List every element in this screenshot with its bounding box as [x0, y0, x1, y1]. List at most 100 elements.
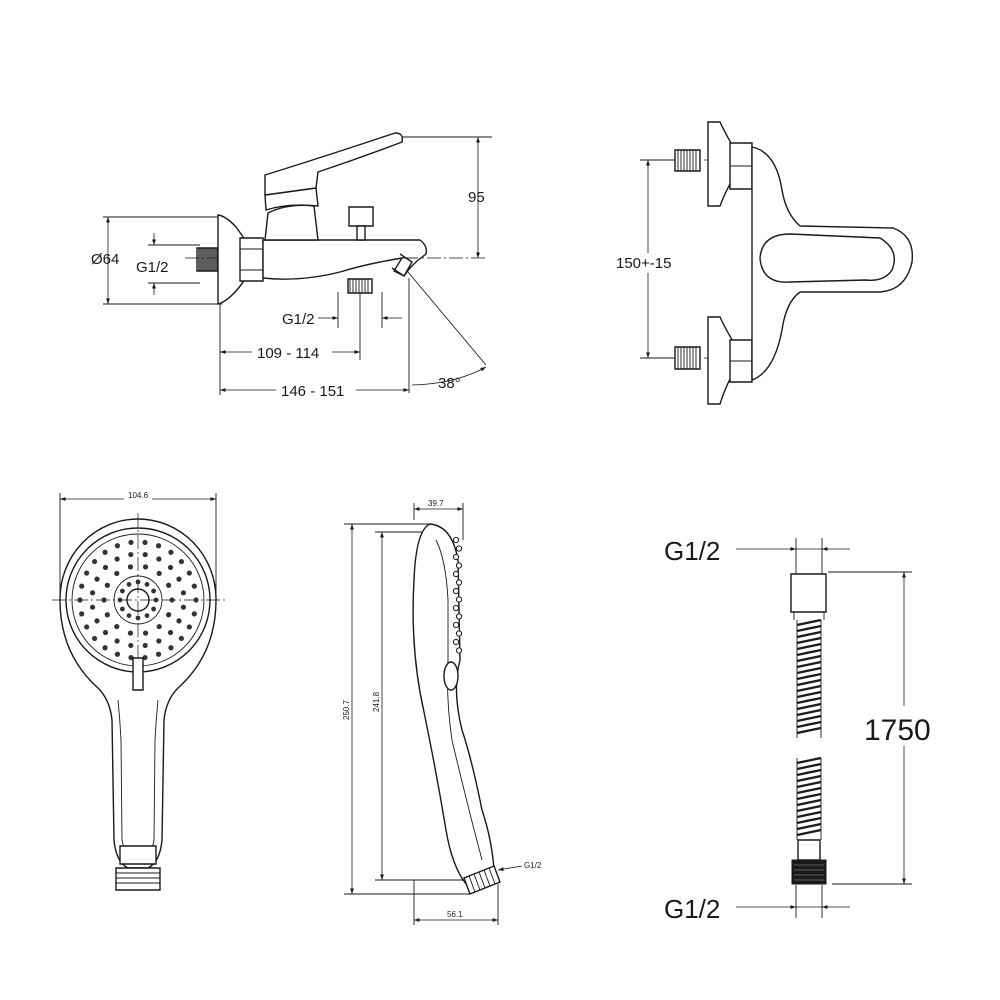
hose-bottom-nut: [791, 859, 827, 885]
nozzle: [101, 597, 107, 603]
nozzle: [180, 590, 187, 596]
spray-selector: [132, 657, 144, 691]
nozzle: [89, 590, 96, 596]
hose-coil: [796, 810, 822, 819]
side-nozzle: [455, 613, 463, 620]
nozzle: [155, 543, 162, 549]
hose-coil: [796, 630, 822, 639]
nozzle: [191, 611, 197, 617]
nozzle: [126, 582, 132, 587]
hose-coil: [796, 642, 822, 651]
hose-coil: [796, 774, 822, 783]
total-length-label: 250.7: [342, 699, 351, 720]
hose-coil: [796, 654, 822, 663]
outlet-thread-label: G1/2: [282, 311, 315, 328]
nozzle: [191, 583, 197, 589]
nozzle: [79, 583, 85, 589]
hose-bottom-fitting: [797, 839, 821, 861]
nozzle: [178, 635, 185, 642]
hose-coil: [796, 768, 822, 777]
nozzle: [94, 618, 100, 624]
hose-coil: [796, 816, 822, 825]
side-nozzle: [455, 630, 463, 637]
hose-coil: [796, 624, 822, 633]
mixer-body: [262, 239, 428, 280]
width-label: 104.6: [128, 491, 149, 500]
union-nut: [239, 237, 264, 282]
hose-coil: [796, 684, 822, 693]
nozzle: [91, 558, 98, 565]
hose-coil: [796, 828, 822, 837]
nozzle: [186, 624, 192, 630]
hose-coil: [796, 726, 822, 735]
nozzle: [89, 604, 96, 610]
nozzle: [176, 576, 182, 582]
nozzle: [114, 543, 121, 549]
side-nozzle: [452, 570, 460, 578]
nozzle: [127, 630, 134, 636]
nozzle: [169, 597, 175, 603]
side-nozzle: [455, 545, 463, 552]
nozzle: [186, 570, 192, 576]
nozzle: [144, 613, 150, 618]
hand-shower-side: 39.7 250.7 241.8 56.1 G1/2: [342, 499, 542, 925]
nozzle: [155, 651, 162, 657]
depth-label: 39.7: [428, 499, 444, 508]
nozzle: [167, 629, 174, 636]
mixer-side-view: Ø64 G1/2 95 G1/2 109 - 114 146 - 151 38°: [91, 132, 492, 400]
hose-coil: [796, 618, 822, 627]
side-nozzle: [455, 647, 463, 654]
hose-connector: [119, 845, 157, 865]
hand-shower-front: 104.6: [52, 491, 228, 891]
hose-coil: [796, 822, 822, 831]
nozzle: [114, 623, 120, 630]
nozzle: [156, 570, 162, 577]
cartridge-housing: [264, 204, 319, 241]
nozzle: [102, 549, 108, 555]
nozzle: [128, 642, 134, 649]
outlet-thread: [347, 278, 373, 294]
inlet-thread: [196, 247, 218, 272]
side-thread-label: G1/2: [524, 861, 542, 870]
nozzle: [128, 539, 134, 546]
hose-coil: [796, 780, 822, 789]
nozzle: [114, 651, 121, 657]
hose-coil: [796, 714, 822, 723]
nozzle: [102, 645, 108, 651]
nozzle: [168, 645, 174, 651]
nozzle: [114, 638, 120, 644]
inlet-thread-label: G1/2: [136, 259, 169, 276]
nozzle: [114, 556, 120, 562]
angle-label: 38°: [438, 375, 461, 392]
nozzle: [84, 570, 90, 576]
hose-upper-segment: [796, 618, 822, 738]
nozzle: [193, 597, 199, 603]
nozzle: [79, 611, 85, 617]
diverter-knob: [348, 206, 374, 227]
hose-coil: [796, 798, 822, 807]
nozzle: [156, 556, 162, 562]
hose-top-thread-label: G1/2: [664, 536, 720, 566]
hose-coil: [796, 666, 822, 675]
hose-coil: [796, 678, 822, 687]
hose-coil: [796, 708, 822, 717]
hose-coil: [796, 762, 822, 771]
side-nozzles: [452, 536, 463, 654]
hose-lower-segment: [796, 756, 822, 840]
lever-front: [759, 233, 895, 283]
hose-coil: [796, 702, 822, 711]
nozzle: [94, 576, 100, 582]
hose-bottom-thread-label: G1/2: [664, 894, 720, 924]
nozzle: [151, 588, 156, 594]
nozzle: [180, 604, 187, 610]
mixer-front-view: 150+-15: [612, 121, 914, 405]
side-outline: [412, 523, 495, 885]
hose-coil: [796, 660, 822, 669]
side-nozzle: [455, 579, 463, 586]
nozzle: [168, 549, 174, 555]
hose-coil: [796, 804, 822, 813]
nozzle: [135, 579, 141, 585]
hose-coil: [796, 720, 822, 729]
nozzle: [102, 564, 109, 571]
